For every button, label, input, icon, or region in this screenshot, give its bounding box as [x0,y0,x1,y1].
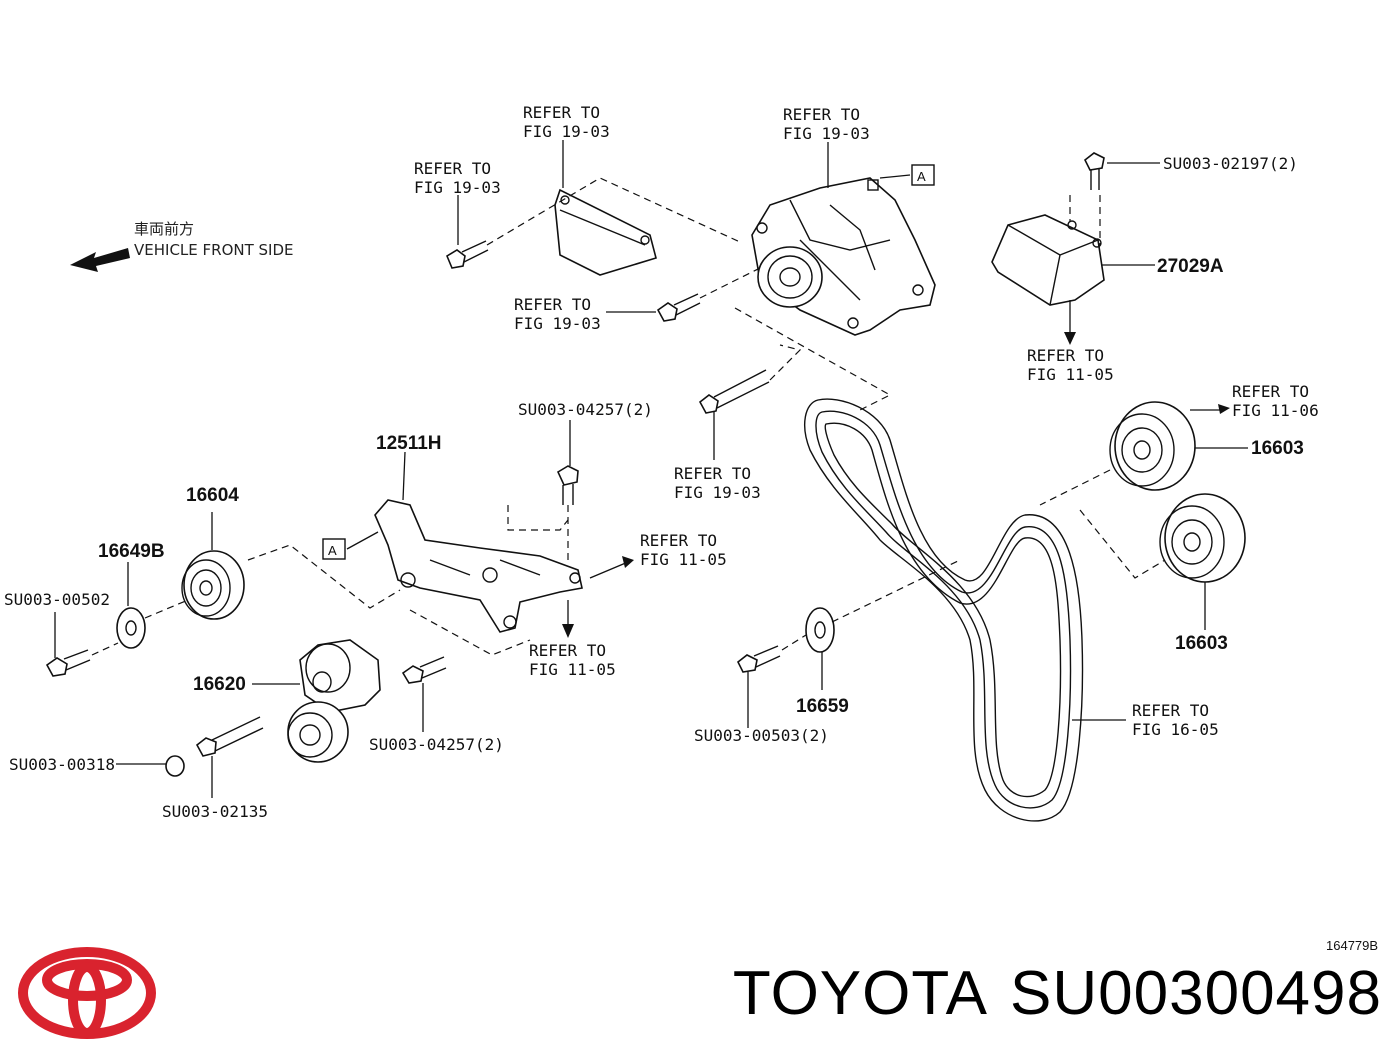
marker-box-upper [911,164,935,186]
bolt-04257-lower [401,656,447,684]
code-00502: SU003-00502 [4,590,110,609]
vehicle-front-arrow [70,248,130,272]
code-04257-lower: SU003-04257(2) [369,735,504,754]
bolt-04257-upper [556,465,579,505]
bolt-left-bottom [656,293,701,322]
ref4-line2: FIG 19-03 [514,314,601,333]
footer-brand: TOYOTA [732,959,989,1028]
part-12511h: 12511H [376,433,442,454]
footer-part-label: TOYOTA SU00300498 [711,958,1382,1029]
part-16649b: 16649B [98,541,165,562]
marker-a-lower: A [328,543,337,558]
ref6-line2: FIG 11-05 [1027,365,1114,384]
ref7-line2: FIG 11-06 [1232,401,1319,420]
orientation-en: VEHICLE FRONT SIDE [134,241,294,259]
ref10-line2: FIG 16-05 [1132,720,1219,739]
drive-belt [804,398,1084,822]
marker-a-upper: A [917,169,926,184]
code-02135: SU003-02135 [162,802,268,821]
bolt-00503 [736,645,781,673]
ref3-line1: REFER TO [414,159,491,178]
code-00318: SU003-00318 [9,755,115,774]
bolt-top-right [1083,152,1105,190]
ref4-line1: REFER TO [514,295,591,314]
pulley-16604 [181,550,245,620]
ring-00318 [165,755,185,777]
part-16604: 16604 [186,485,239,506]
alternator-cover [554,188,657,276]
pulley-16603-lower [1159,493,1246,583]
marker-box-lower [322,538,346,560]
plate-16649b [116,607,146,649]
footer-part-number: SU00300498 [1010,959,1382,1028]
ref10-line1: REFER TO [1132,701,1209,720]
part-16659: 16659 [796,696,849,717]
ref5-line2: FIG 19-03 [674,483,761,502]
bracket-12511h [374,499,583,633]
ref1-line1: REFER TO [523,103,600,122]
washer-16659 [805,607,835,653]
ref7-line1: REFER TO [1232,382,1309,401]
part-16620: 16620 [193,674,246,695]
ref1-line2: FIG 19-03 [523,122,610,141]
part-16603-upper: 16603 [1251,438,1304,459]
ref9-line2: FIG 11-05 [529,660,616,679]
ref8-line2: FIG 11-05 [640,550,727,569]
ref8-line1: REFER TO [640,531,717,550]
bolt-left-top [445,240,489,269]
figure-id: 164779B [1326,938,1378,953]
alternator [751,177,936,336]
part-27029a: 27029A [1157,256,1224,277]
toyota-logo-icon [18,947,156,1039]
orientation-jp: 車両前方 [134,220,194,238]
ref5-line1: REFER TO [674,464,751,483]
code-02197: SU003-02197(2) [1163,154,1298,173]
ref3-line2: FIG 19-03 [414,178,501,197]
pulley-16603-upper [1109,401,1196,491]
bracket-27029a [991,214,1105,306]
ref9-line1: REFER TO [529,641,606,660]
code-04257-upper: SU003-04257(2) [518,400,653,419]
bolt-02135 [195,716,264,757]
bolt-00502 [45,649,91,677]
tensioner-16620 [287,639,381,763]
code-00503: SU003-00503(2) [694,726,829,745]
ref2-line2: FIG 19-03 [783,124,870,143]
long-bolt [698,369,770,414]
ref6-line1: REFER TO [1027,346,1104,365]
part-16603-lower: 16603 [1175,633,1228,654]
ref2-line1: REFER TO [783,105,860,124]
